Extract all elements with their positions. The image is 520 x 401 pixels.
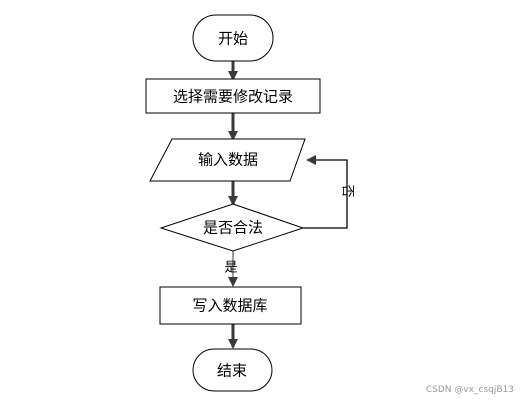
edge-label-no: 否 — [340, 184, 355, 197]
node-check: 是否合法 — [159, 203, 305, 252]
io-shape — [149, 138, 306, 182]
node-check-label: 是否合法 — [203, 219, 263, 237]
process-shape — [159, 286, 302, 325]
edge-check-to-input — [303, 155, 348, 229]
edge-label-yes: 是 — [224, 261, 237, 276]
decision-shape — [159, 203, 305, 252]
node-select-label: 选择需要修改记录 — [173, 88, 293, 106]
node-write: 写入数据库 — [159, 286, 302, 325]
terminal-shape — [192, 14, 274, 62]
node-select: 选择需要修改记录 — [145, 78, 321, 114]
edges — [228, 61, 348, 349]
node-input-label: 输入数据 — [198, 151, 258, 169]
node-end-label: 结束 — [217, 362, 247, 380]
watermark-text: CSDN @vx_csqjB13 — [425, 385, 514, 395]
node-start: 开始 — [192, 14, 274, 62]
node-write-label: 写入数据库 — [192, 297, 267, 315]
process-shape — [145, 78, 321, 114]
terminal-shape — [192, 348, 273, 392]
node-input: 输入数据 — [149, 138, 306, 182]
node-start-label: 开始 — [218, 30, 248, 48]
node-end: 结束 — [192, 348, 273, 392]
